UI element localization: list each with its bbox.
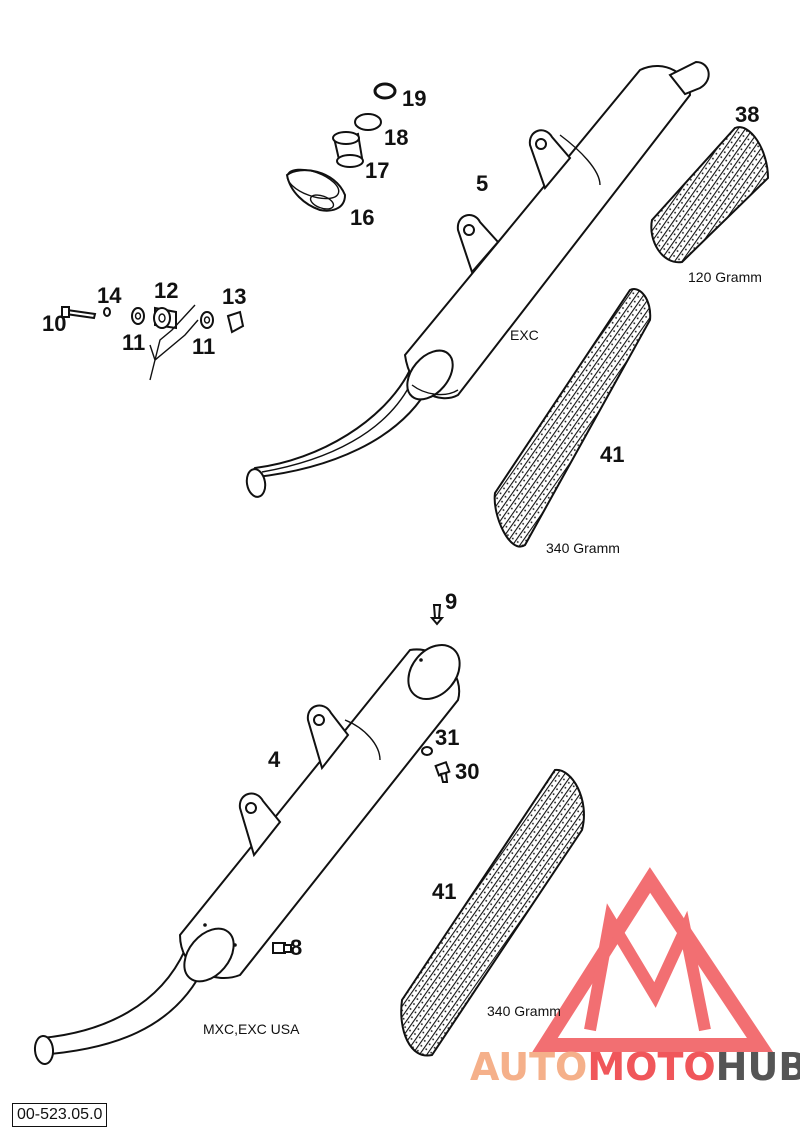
label-13: 13 (222, 284, 246, 309)
label-12: 12 (154, 278, 178, 303)
captions: 120 Gramm EXC 340 Gramm 340 Gramm MXC,EX… (203, 269, 762, 1037)
part-30-screw (434, 760, 451, 783)
part-11-grommet-right (200, 311, 214, 329)
part-14-washer (103, 307, 111, 317)
watermark-hub: HUB (716, 1045, 800, 1089)
part-41-packing-bottom (400, 768, 585, 1057)
label-38: 38 (735, 102, 759, 127)
label-14: 14 (97, 283, 122, 308)
caption-340-gramm-top: 340 Gramm (546, 540, 620, 556)
part-41-packing-top (493, 288, 652, 548)
label-41-bottom: 41 (432, 879, 456, 904)
part-17-sleeve (332, 131, 364, 168)
watermark-triangle-icon (532, 867, 774, 1052)
watermark-logo (532, 867, 774, 1052)
label-9: 9 (445, 589, 457, 614)
label-31: 31 (435, 725, 459, 750)
watermark-auto: AUTO (470, 1045, 587, 1089)
part-12-rubber-mount (153, 306, 177, 330)
bottom-silencer (33, 644, 461, 1065)
label-19: 19 (402, 86, 426, 111)
caption-340-gramm-bottom: 340 Gramm (487, 1003, 561, 1019)
label-17: 17 (365, 158, 389, 183)
part-10-bolt (61, 306, 97, 320)
part-labels: 19 18 17 16 5 38 14 12 13 10 11 11 41 9 … (42, 86, 759, 960)
caption-exc: EXC (510, 327, 539, 343)
label-4: 4 (268, 747, 281, 772)
part-16-end-cap (285, 168, 347, 212)
watermark-moto: MOTO (587, 1045, 715, 1089)
label-5: 5 (476, 171, 488, 196)
part-13-nut (226, 310, 245, 334)
part-18-ring (354, 113, 382, 131)
label-10: 10 (42, 311, 66, 336)
part-8-screw (272, 942, 292, 954)
watermark-text: AUTOMOTOHUB (470, 1045, 800, 1089)
label-18: 18 (384, 125, 408, 150)
label-30: 30 (455, 759, 479, 784)
part-19-clip (373, 82, 397, 100)
part-9-rivet (429, 604, 445, 626)
label-16: 16 (350, 205, 374, 230)
part-11-grommet-left (131, 307, 145, 325)
top-silencer (245, 60, 710, 498)
part-38-packing (650, 126, 770, 264)
part-31-washer (421, 746, 433, 756)
label-11-left: 11 (122, 330, 145, 355)
caption-mxc-exc-usa: MXC,EXC USA (203, 1021, 300, 1037)
caption-120-gramm: 120 Gramm (688, 269, 762, 285)
label-41-top: 41 (600, 442, 624, 467)
frame-outline (149, 304, 199, 381)
document-number: 00-523.05.0 (12, 1103, 108, 1127)
label-8: 8 (290, 935, 302, 960)
label-11-right: 11 (192, 334, 215, 359)
watermark-m-icon (584, 903, 711, 1032)
